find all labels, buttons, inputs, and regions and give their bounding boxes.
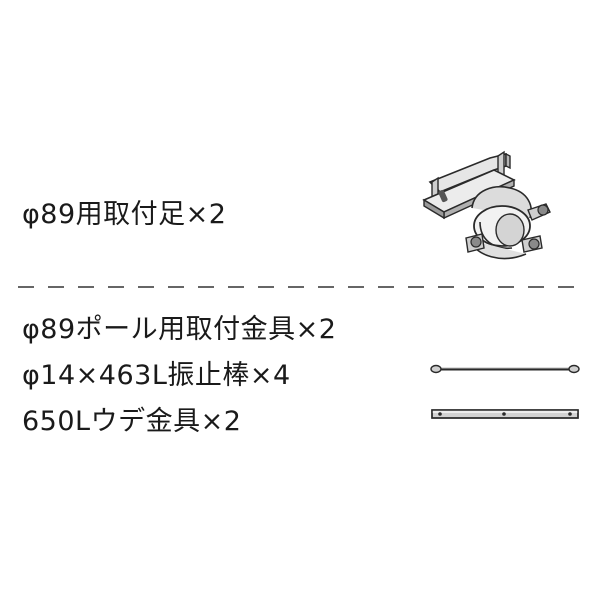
part-label-pole-fitting: φ89ポール用取付金具×2 bbox=[22, 314, 337, 345]
arm-bracket-bar-icon bbox=[431, 409, 579, 419]
section-divider bbox=[18, 286, 584, 288]
part-label-arm-bracket: 650Lウデ金具×2 bbox=[22, 406, 242, 437]
anti-sway-rod-icon bbox=[430, 364, 580, 374]
part-label-anti-sway-rod: φ14×463L振止棒×4 bbox=[22, 360, 291, 391]
part-label-mounting-foot: φ89用取付足×2 bbox=[22, 199, 227, 230]
mounting-foot-bracket-icon bbox=[422, 150, 551, 260]
